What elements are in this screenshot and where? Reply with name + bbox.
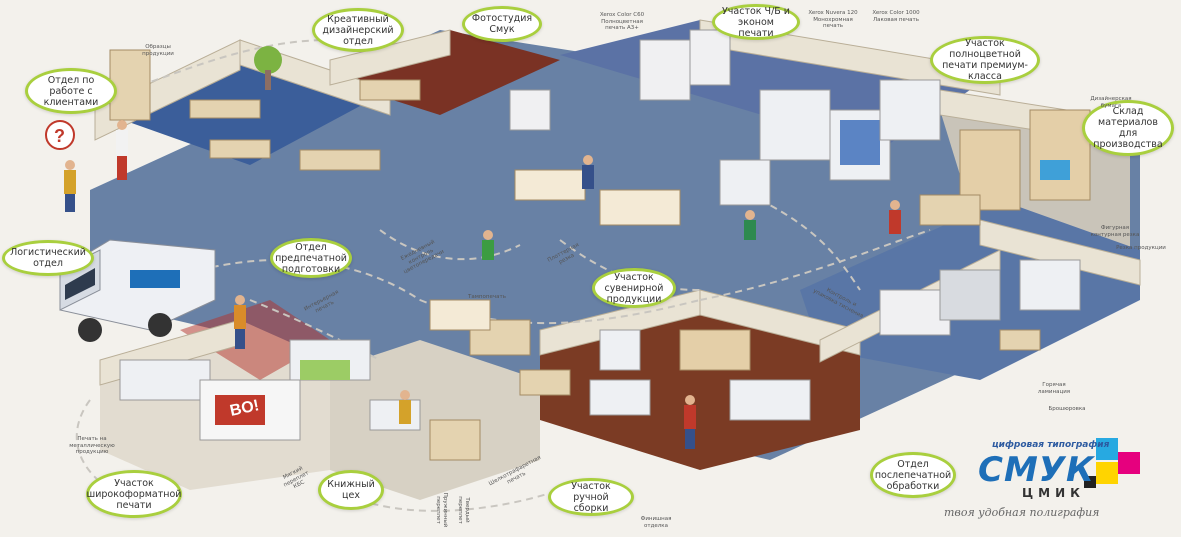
brand-logo: цифровая типография СМУК ЦМИК твоя удобн… (944, 432, 1172, 532)
note-hard-cover: Твердый переплет (457, 496, 471, 524)
bubble-color-print[interactable]: Участок полноцветной печати премиум-клас… (930, 36, 1040, 84)
note-spring: Пружинный переплет (435, 492, 449, 528)
note-metal-print: Печать на металлическую продукцию (69, 436, 115, 455)
bubble-client-dept[interactable]: Отдел по работе с клиентами (25, 68, 117, 114)
note-cutting: Фигурная контурная резка (1090, 225, 1140, 238)
note-pad-print: Тампопечать (468, 294, 506, 300)
bubble-postpress[interactable]: Отдел послепечатной обработки (870, 452, 956, 498)
note-binding: Брошюровка (1048, 406, 1086, 412)
question-sign-icon: ? (45, 120, 75, 150)
logo-brand-2: ЦМИК (1022, 486, 1085, 500)
equipment (109, 29, 1091, 461)
note-xerox2: Xerox Nuvera 120 Монохромная печать (808, 10, 858, 29)
note-designer-paper: Дизайнерская бумага (1090, 96, 1132, 109)
note-xerox1: Xerox Color C60 Полноцветная печать A3+ (599, 12, 645, 31)
logo-square-cyan (1096, 438, 1118, 460)
note-samples: Образцы продукции (142, 44, 174, 57)
bubble-wide-format[interactable]: Участок широкоформатной печати (86, 470, 182, 518)
note-xerox3: Xerox Color 1000 Лаковая печать (872, 10, 920, 23)
bubble-photo[interactable]: Фотостудия Смук (462, 6, 542, 42)
note-lamination: Горячая ламинация (1037, 382, 1071, 395)
bubble-book[interactable]: Книжный цех (318, 470, 384, 510)
bubble-manual[interactable]: Участок ручной сборки (548, 478, 634, 516)
bubble-prepress[interactable]: Отдел предпечатной подготовки (270, 238, 352, 278)
logo-square-yellow (1096, 462, 1118, 484)
logo-square-magenta (1118, 452, 1140, 474)
svg-text:?: ? (54, 126, 65, 146)
people (64, 120, 901, 449)
bubble-bw-print[interactable]: Участок Ч/Б и эконом печати (712, 4, 800, 40)
note-guillotine: Резка продукции (1116, 245, 1166, 251)
logo-square-black (1084, 476, 1096, 488)
bubble-logistics[interactable]: Логистический отдел (2, 240, 94, 276)
logo-brand: СМУК (978, 450, 1095, 490)
plant-icon (254, 46, 282, 90)
bubble-souvenir[interactable]: Участок сувенирной продукции (592, 268, 676, 308)
bubble-creative[interactable]: Креативный дизайнерский отдел (312, 8, 404, 52)
note-finishing: Финишная отделка (640, 516, 672, 529)
logo-motto: твоя удобная полиграфия (944, 506, 1100, 519)
bubble-warehouse[interactable]: Склад материалов для производства (1082, 100, 1174, 156)
logo-tagline: цифровая типография (992, 440, 1110, 450)
